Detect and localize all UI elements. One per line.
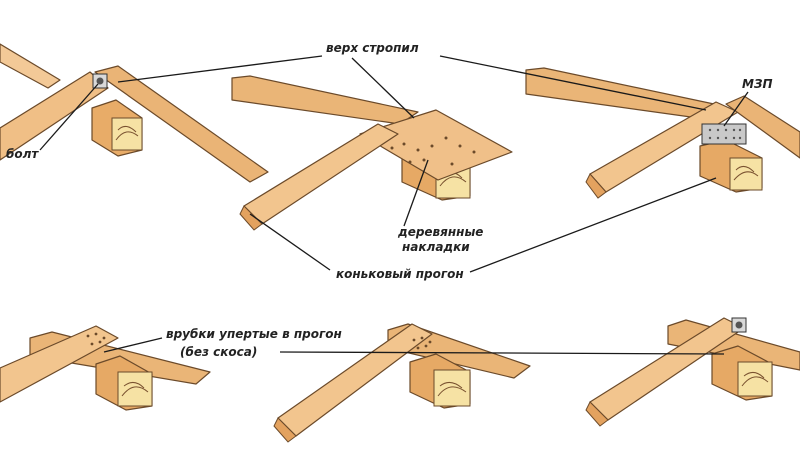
rafter-right [94,65,269,183]
wooden-plate [359,109,513,181]
bolt-head [735,321,743,329]
label-wood-plates-2: накладки [402,240,470,254]
leader-wood-plates [403,159,429,227]
leader-rafter-top-right [439,55,707,111]
metal-tooth-plate-icon [701,123,747,145]
leader-rafter-top-mid [351,57,415,119]
joint-bolted-top [0,43,269,183]
leader-ridge-purlin-left [249,213,331,271]
joint-wood-plates [231,75,513,231]
purlin-end-grain [433,369,471,407]
plate-nails [390,136,476,166]
rafter-far [231,75,419,125]
grain-rings [115,126,139,141]
leader-notches-right [279,351,725,355]
leader-ridge-purlin-right [469,177,717,273]
label-wood-plates-1: деревянные [397,225,483,239]
label-notches-2: (без скоса) [180,345,257,359]
nail-holes [86,332,106,346]
rafter-right [725,95,800,159]
leader-bolt [39,83,99,151]
rafter-left [0,71,109,161]
purlin-end-grain [117,371,153,407]
label-rafter-top: верх стропил [326,41,419,55]
purlin-end-grain [737,361,773,397]
label-ridge-purlin: коньковый прогон [336,267,464,281]
grain-rings [437,382,467,397]
rafter-near-end [273,417,297,443]
rafter-near [0,325,119,403]
grain-rings [121,382,149,397]
rafter-near-end [585,173,607,199]
leader-mzp [723,91,749,127]
nail-holes [412,336,432,350]
joint-notched-2 [273,323,531,443]
leader-rafter-top-left [117,55,323,83]
leader-notches-left [103,337,163,353]
joint-notched-bolted [585,317,800,427]
rafter-left-top [0,43,61,89]
rafter-near [243,123,399,225]
plate-teeth [708,128,742,140]
bolt-head [96,77,104,85]
label-mzp: МЗП [742,77,773,91]
rafter-near-end [585,401,609,427]
grain-rings [741,372,769,387]
purlin-end-grain [111,117,143,151]
purlin-end-grain [729,157,763,191]
joint-notched-1 [0,325,211,411]
label-bolt: болт [6,147,39,161]
label-notches-1: врубки упертые в прогон [166,327,342,341]
leader-lines [39,55,749,355]
grain-rings [733,166,759,181]
